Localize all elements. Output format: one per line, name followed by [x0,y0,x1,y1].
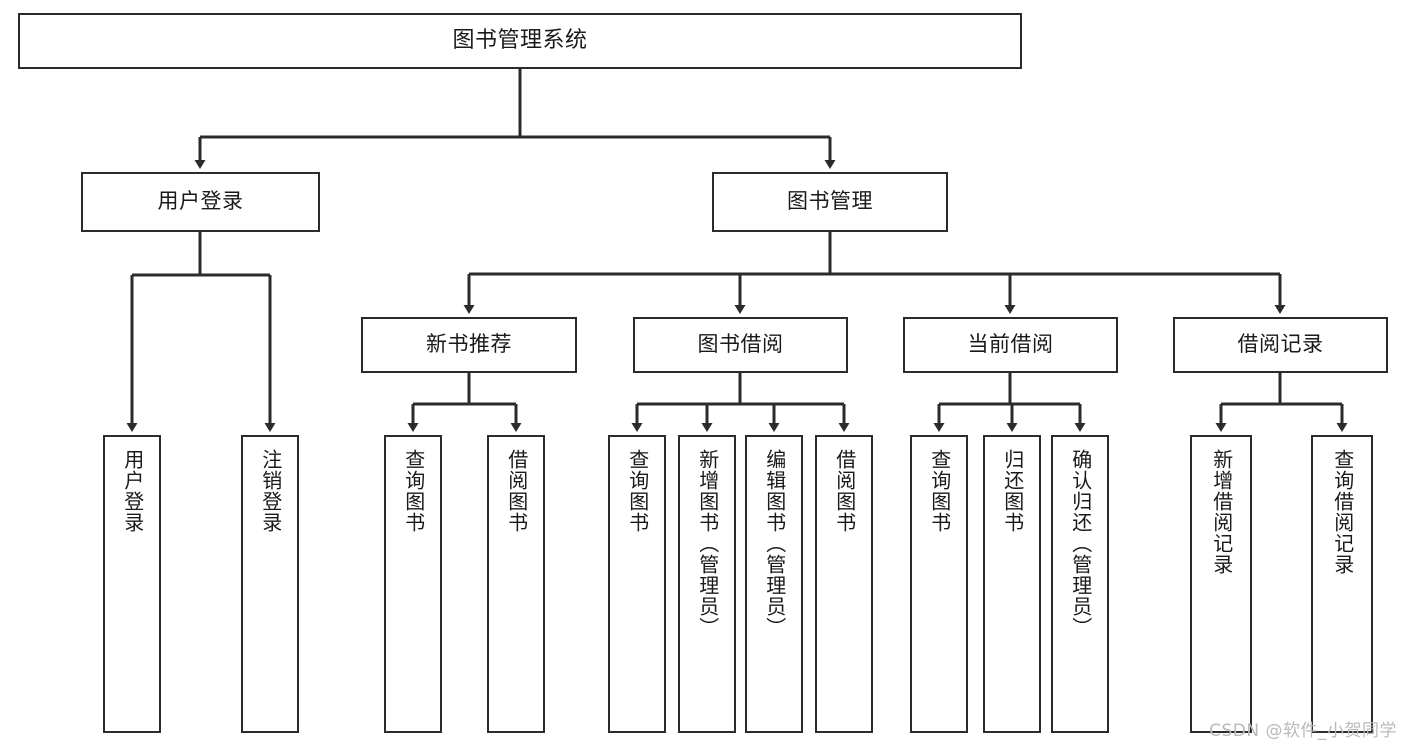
node-book-manage[interactable]: 图书管理 [712,172,948,232]
node-leaf-add-book[interactable]: 新增图书（管理员） [678,435,736,733]
node-current-borrow[interactable]: 当前借阅 [903,317,1118,373]
node-leaf-query-book-1-label: 查询图书 [401,449,426,533]
node-leaf-borrow-book-1-label: 借阅图书 [504,449,529,533]
node-new-book-recommend[interactable]: 新书推荐 [361,317,577,373]
node-leaf-query-book-1[interactable]: 查询图书 [384,435,442,733]
node-leaf-borrow-book-2[interactable]: 借阅图书 [815,435,873,733]
node-new-book-recommend-label: 新书推荐 [426,332,512,357]
node-root-label: 图书管理系统 [452,27,588,53]
node-leaf-query-book-2[interactable]: 查询图书 [608,435,666,733]
csdn-watermark: CSDN @软件_小贺同学 [1209,721,1397,741]
node-current-borrow-label: 当前借阅 [967,332,1054,357]
node-leaf-query-book-3-label: 查询图书 [927,449,952,533]
node-borrow-record-label: 借阅记录 [1237,332,1324,357]
node-leaf-query-book-3[interactable]: 查询图书 [910,435,968,733]
node-user-login-label: 用户登录 [157,189,244,214]
node-leaf-query-record-label: 查询借阅记录 [1330,449,1355,575]
node-leaf-add-book-label: 新增图书（管理员） [695,449,720,638]
node-leaf-return-book[interactable]: 归还图书 [983,435,1041,733]
node-leaf-edit-book[interactable]: 编辑图书（管理员） [745,435,803,733]
node-leaf-user-login-label: 用户登录 [120,449,145,533]
node-leaf-return-book-label: 归还图书 [1000,449,1025,533]
node-leaf-borrow-book-2-label: 借阅图书 [832,449,857,533]
node-leaf-query-record[interactable]: 查询借阅记录 [1311,435,1373,733]
node-leaf-confirm-return[interactable]: 确认归还（管理员） [1051,435,1109,733]
node-borrow-record[interactable]: 借阅记录 [1173,317,1388,373]
node-leaf-add-record-label: 新增借阅记录 [1209,449,1234,575]
node-leaf-user-login[interactable]: 用户登录 [103,435,161,733]
node-leaf-query-book-2-label: 查询图书 [625,449,650,533]
node-leaf-borrow-book-1[interactable]: 借阅图书 [487,435,545,733]
node-book-borrow[interactable]: 图书借阅 [633,317,848,373]
node-leaf-add-record[interactable]: 新增借阅记录 [1190,435,1252,733]
node-user-login[interactable]: 用户登录 [81,172,320,232]
node-book-borrow-label: 图书借阅 [697,332,784,357]
node-root[interactable]: 图书管理系统 [18,13,1022,69]
node-leaf-logout[interactable]: 注销登录 [241,435,299,733]
node-leaf-confirm-return-label: 确认归还（管理员） [1068,449,1093,638]
node-leaf-logout-label: 注销登录 [258,449,283,533]
node-leaf-edit-book-label: 编辑图书（管理员） [762,449,787,638]
node-book-manage-label: 图书管理 [787,189,873,214]
